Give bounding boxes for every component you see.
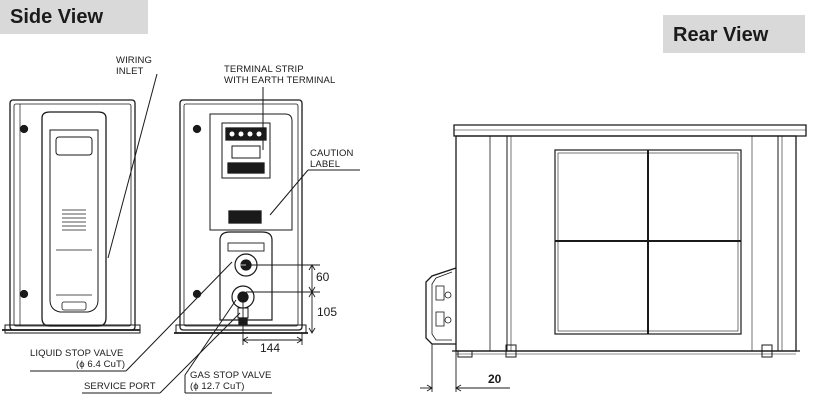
dimension-105: 105 bbox=[317, 305, 338, 319]
dim-20-lines bbox=[420, 344, 510, 392]
dim-105-lines bbox=[308, 291, 316, 334]
side-unit-right bbox=[174, 99, 308, 334]
caution-label-text-1: CAUTION bbox=[310, 148, 354, 159]
side-view-title: Side View bbox=[0, 0, 148, 34]
dim-60-lines bbox=[246, 264, 320, 293]
terminal-strip-label-1: TERMINAL STRIP bbox=[224, 64, 304, 75]
caution-label-text-2: LABEL bbox=[310, 159, 341, 170]
wiring-inlet-label-2: INLET bbox=[116, 66, 144, 77]
dimension-20: 20 bbox=[488, 372, 502, 386]
wiring-inlet-label-1: WIRING bbox=[116, 55, 152, 66]
liquid-stop-valve-label-2: (ϕ 6.4 CuT) bbox=[76, 359, 126, 370]
side-unit-left bbox=[2, 99, 141, 334]
dimension-144: 144 bbox=[260, 341, 281, 355]
rear-unit bbox=[425, 124, 807, 358]
rear-view-title: Rear View bbox=[663, 15, 805, 53]
service-port-label: SERVICE PORT bbox=[84, 381, 156, 392]
gas-stop-valve-label-1: GAS STOP VALVE bbox=[190, 370, 272, 381]
dim-144-lines bbox=[242, 297, 303, 345]
gas-stop-valve-label-2: (ϕ 12.7 CuT) bbox=[190, 381, 245, 392]
dimension-60: 60 bbox=[316, 270, 330, 284]
terminal-strip-label-2: WITH EARTH TERMINAL bbox=[224, 75, 336, 86]
liquid-stop-valve-label-1: LIQUID STOP VALVE bbox=[30, 348, 124, 359]
